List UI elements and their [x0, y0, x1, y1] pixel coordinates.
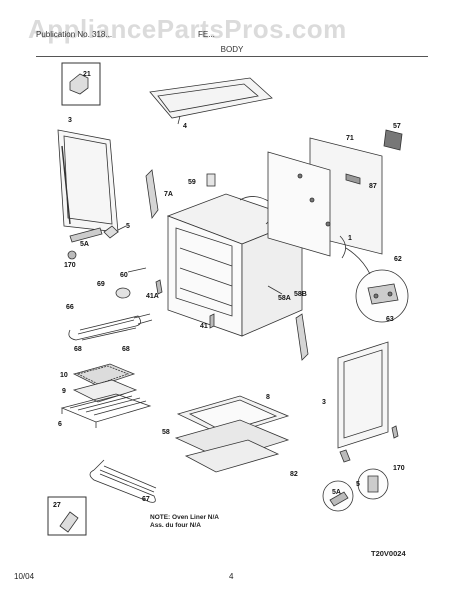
watermark: AppliancePartsPros.com — [28, 14, 347, 44]
part-71-back-panel: 71 57 87 1 — [267, 123, 403, 259]
part-58a-58b: 58A 58B — [267, 285, 307, 302]
callout-5a-right: 5A — [332, 489, 341, 496]
note-line-1: NOTE: Oven Liner N/A — [150, 514, 219, 521]
callout-3-left: 3 — [68, 117, 72, 124]
callout-41a: 41A — [146, 293, 159, 300]
callout-67: 67 — [142, 496, 150, 503]
callout-57: 57 — [393, 123, 401, 130]
note-oven-liner: NOTE: Oven Liner N/A Ass. du four N/A — [150, 514, 219, 530]
callout-7a: 7A — [164, 191, 173, 198]
footer-date: 10/04 — [14, 572, 35, 581]
footer-page-number: 4 — [229, 572, 234, 581]
part-66-68-element: 66 68 68 — [66, 304, 153, 353]
callout-66: 66 — [66, 304, 74, 311]
callout-58: 58 — [162, 429, 170, 436]
callout-68-right: 68 — [122, 346, 130, 353]
callout-41: 41 — [200, 323, 208, 330]
callout-69: 69 — [97, 281, 105, 288]
callout-170-right: 170 — [393, 465, 405, 472]
callout-6: 6 — [58, 421, 62, 428]
part-59-7a-hinge: 59 7A — [145, 169, 216, 220]
part-67-element: 67 — [89, 459, 157, 503]
callout-4: 4 — [183, 123, 187, 130]
part-27-box: 27 — [47, 496, 87, 536]
part-21-box: 21 — [61, 62, 101, 106]
callout-5-right: 5 — [356, 481, 360, 488]
part-5a-leveler-left: 5A 5 170 — [64, 223, 130, 269]
part-3-right-panel: 3 — [322, 341, 389, 449]
callout-87: 87 — [369, 183, 377, 190]
part-60-69-41a: 60 69 41A — [97, 267, 163, 300]
header-code: FE... — [198, 30, 215, 39]
note-line-2: Ass. du four N/A — [150, 522, 201, 529]
callout-5a-left: 5A — [80, 241, 89, 248]
header-rule — [36, 56, 428, 57]
part-62-63-inset: 62 63 — [345, 247, 409, 323]
right-hinge — [295, 313, 309, 361]
callout-1: 1 — [348, 235, 352, 242]
callout-60: 60 — [120, 272, 128, 279]
callout-58b: 58B — [294, 291, 307, 298]
document-reference: T20V0024 — [371, 549, 406, 558]
part-8-58-82-bottom: 8 58 82 — [162, 394, 298, 478]
callout-9: 9 — [62, 388, 66, 395]
callout-10: 10 — [60, 372, 68, 379]
header-model: Publication No. 318... — [36, 30, 113, 39]
callout-59: 59 — [188, 179, 196, 186]
callout-68-left: 68 — [74, 346, 82, 353]
callout-5-left: 5 — [126, 223, 130, 230]
part-3-left-panel: 3 — [57, 117, 119, 233]
part-41-bracket: 41 — [200, 313, 215, 330]
callout-21: 21 — [83, 71, 91, 78]
callout-170-left: 170 — [64, 262, 76, 269]
callout-58a: 58A — [278, 295, 291, 302]
part-4-top-panel: 4 — [149, 77, 273, 130]
callout-3-right: 3 — [322, 399, 326, 406]
callout-8: 8 — [266, 394, 270, 401]
callout-82: 82 — [290, 471, 298, 478]
part-170-leveler-right: 170 — [339, 425, 405, 472]
part-6-rack: 6 — [58, 393, 152, 428]
callout-63: 63 — [386, 316, 394, 323]
part-10-9-broiler: 10 9 — [60, 363, 138, 403]
part-5a-5-insets: 5A 5 — [322, 468, 389, 512]
callout-71: 71 — [346, 135, 354, 142]
callout-62: 62 — [394, 256, 402, 263]
section-title: BODY — [220, 45, 244, 54]
callout-27: 27 — [53, 502, 61, 509]
